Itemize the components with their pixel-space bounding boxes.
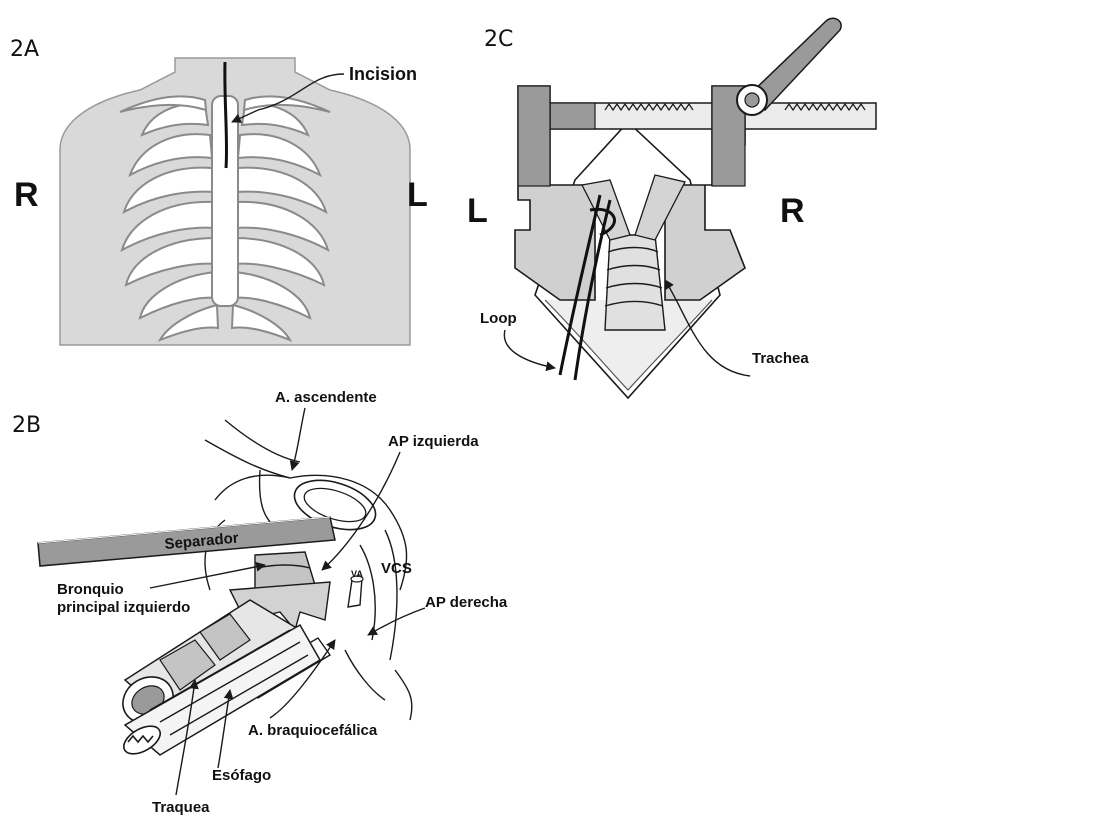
ascending-aorta-label: A. ascendente bbox=[275, 389, 377, 406]
panel-2b-label: 2B bbox=[12, 413, 41, 438]
panel-2c-label: 2C bbox=[484, 27, 513, 52]
right-pa-label: AP derecha bbox=[425, 594, 508, 611]
trachea-label-2b: Traquea bbox=[152, 799, 210, 816]
incision-line bbox=[225, 62, 227, 168]
panel-2c: 2C Loop Trache bbox=[467, 18, 876, 398]
loop-leader bbox=[504, 330, 555, 368]
trachea-label-2c: Trachea bbox=[752, 350, 809, 367]
asc-aorta-leader bbox=[292, 408, 305, 470]
panel-2a-label: 2A bbox=[10, 37, 39, 62]
brachiocephalic-label: A. braquiocefálica bbox=[248, 722, 378, 739]
panel-2b: 2B Separador bbox=[12, 389, 508, 816]
esophagus-label: Esófago bbox=[212, 767, 271, 784]
panel-2a: 2A Incis bbox=[10, 37, 428, 345]
left-pa-label: AP izquierda bbox=[388, 433, 479, 450]
left-side-label: L bbox=[407, 176, 428, 214]
loop-label: Loop bbox=[480, 310, 517, 327]
va-label: VA bbox=[351, 569, 363, 579]
bronchus-label-line1: Bronquio bbox=[57, 581, 124, 598]
svc-label: VCS bbox=[381, 560, 412, 577]
right-side-label: R bbox=[14, 176, 39, 214]
right-side-label-2c: R bbox=[780, 192, 805, 230]
incision-label: Incision bbox=[349, 64, 417, 84]
left-side-label-2c: L bbox=[467, 192, 488, 230]
bronchus-label-line2: principal izquierdo bbox=[57, 599, 190, 616]
bronchus-leader bbox=[150, 565, 265, 588]
